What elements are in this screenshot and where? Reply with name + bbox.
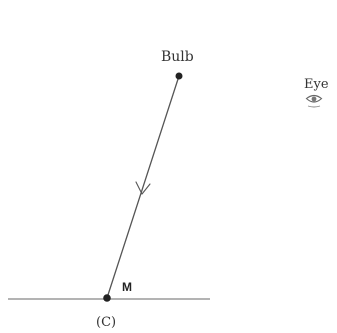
light-ray xyxy=(106,75,180,299)
eye-icon xyxy=(305,94,323,108)
figure-caption: (C) xyxy=(96,315,116,330)
bulb-point xyxy=(175,72,183,80)
eye-label: Eye xyxy=(304,77,329,92)
bulb-label: Bulb xyxy=(161,49,194,65)
point-m xyxy=(103,294,111,302)
point-m-label: M xyxy=(122,280,132,294)
ray-arrow-icon xyxy=(135,181,151,195)
